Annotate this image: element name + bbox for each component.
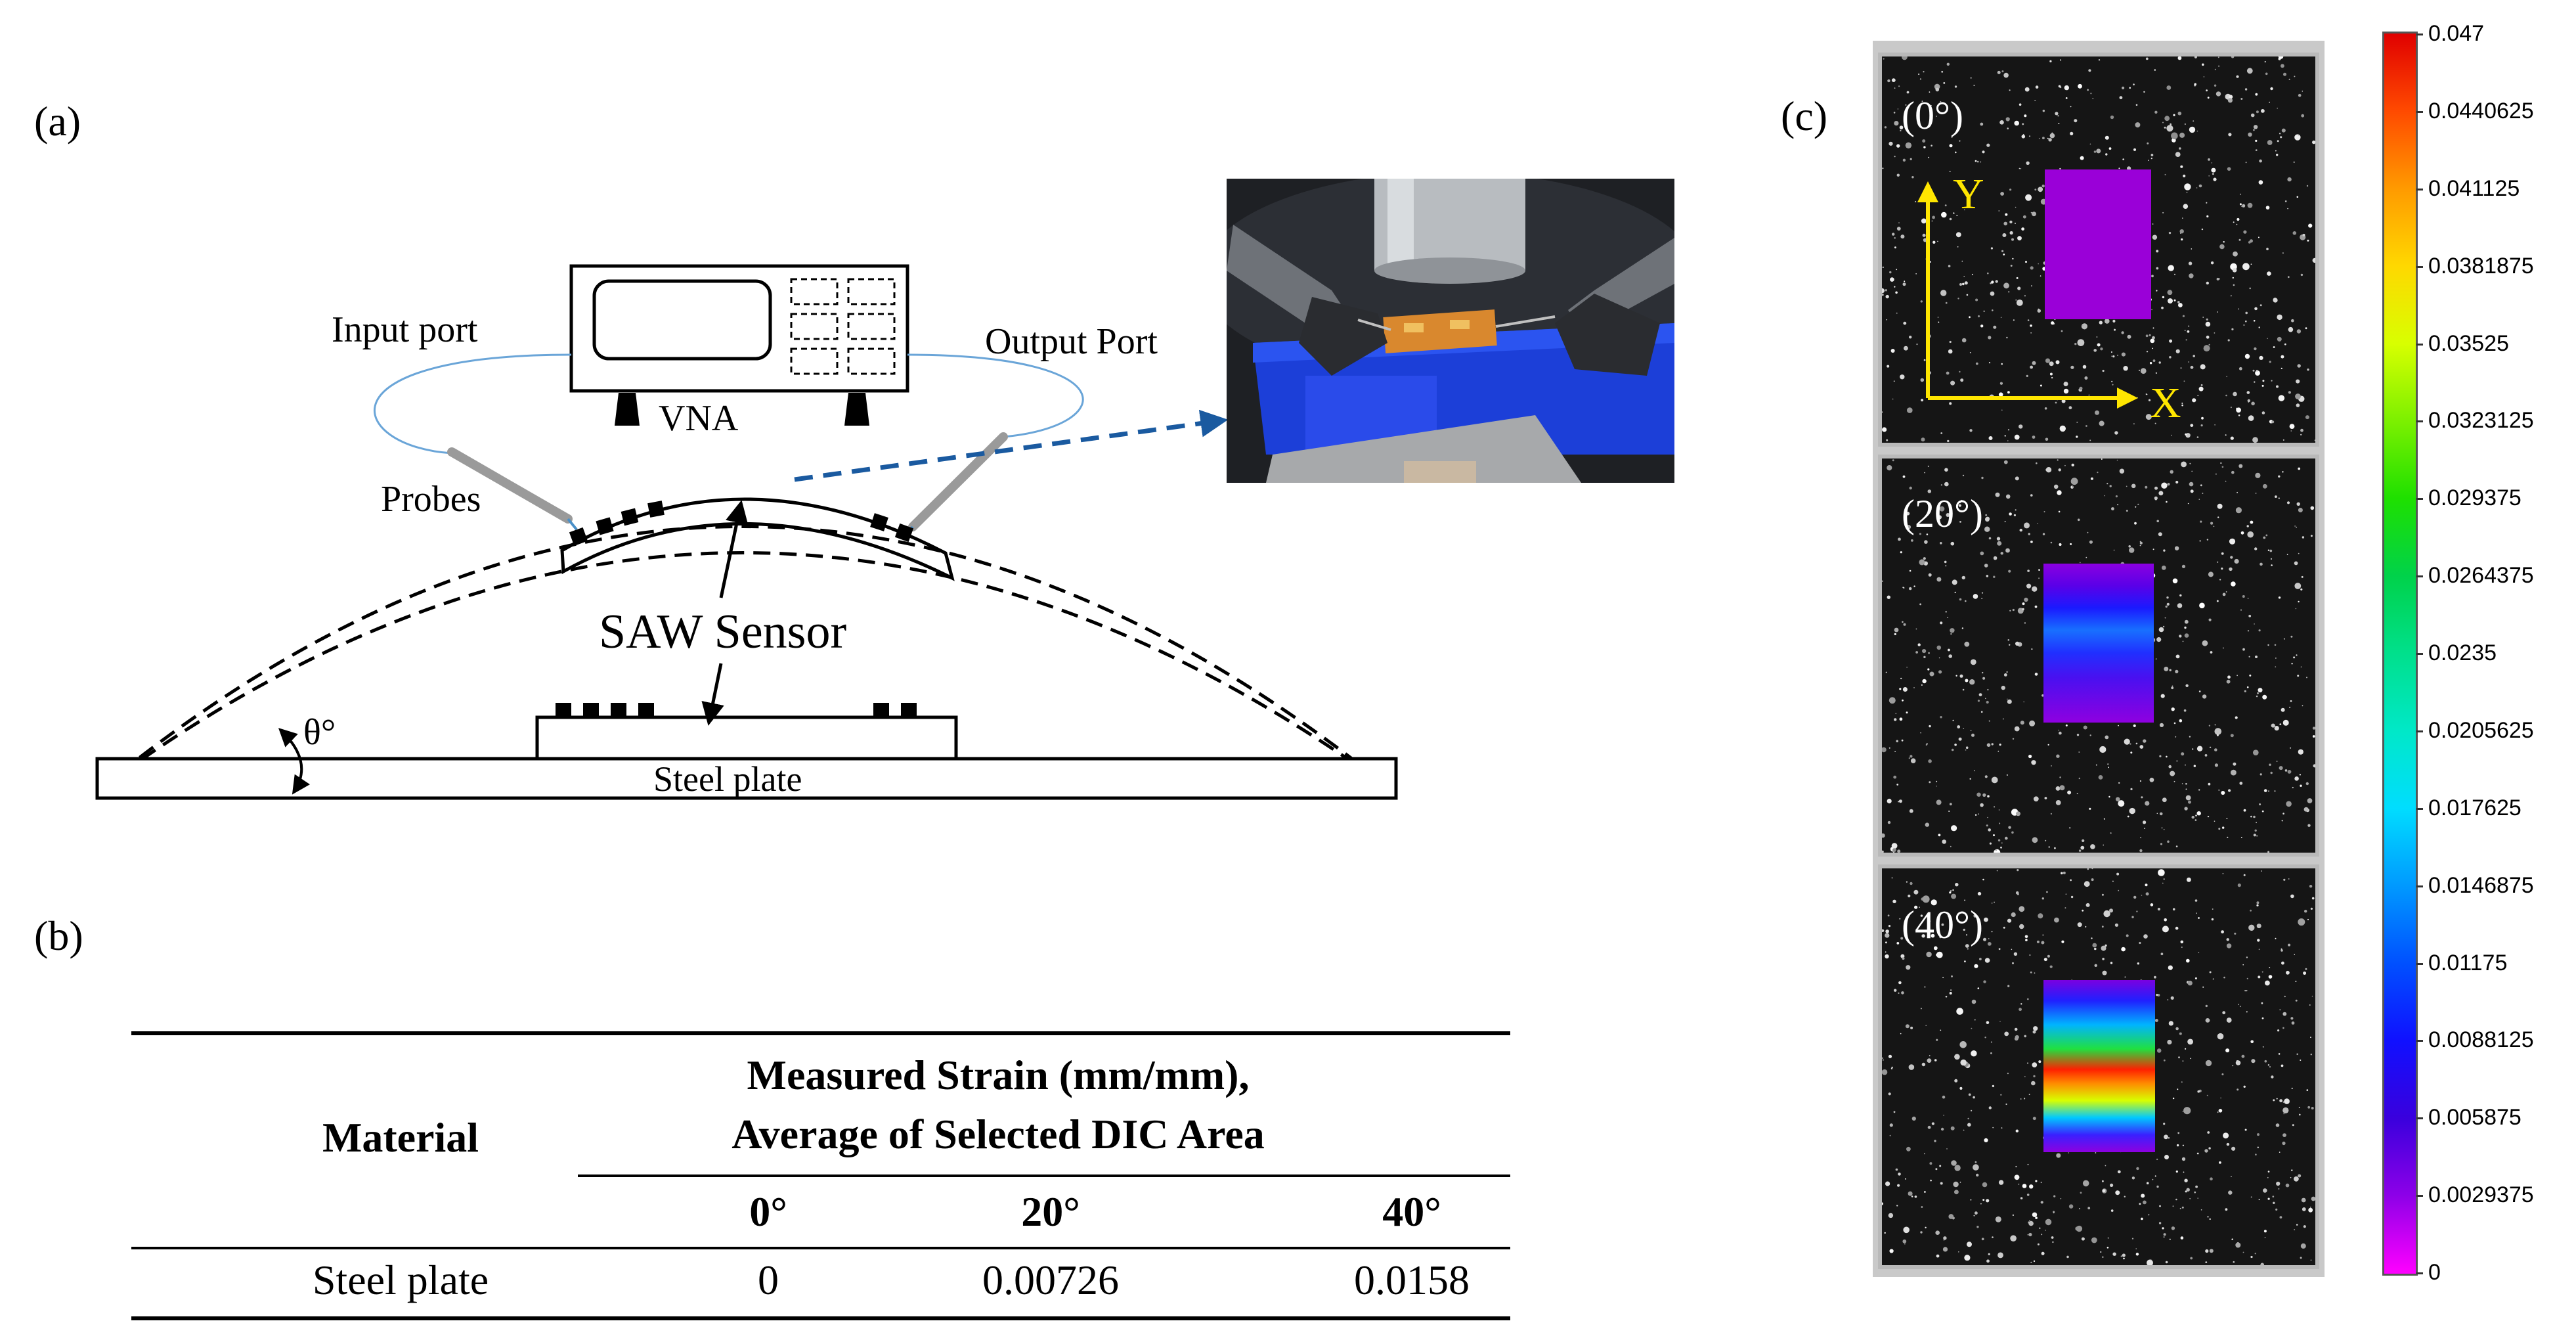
colorbar-tick-label: 0.0440625 [2428,98,2534,123]
colorbar-tick-mark [2416,265,2423,268]
colorbar-tick-mark [2416,962,2423,965]
colorbar-tick-label: 0.0235 [2428,640,2497,665]
group-header-rule [578,1174,1510,1177]
dic-panel-20deg: (20°) [1878,455,2319,857]
colorbar-tick-label: 0.041125 [2428,175,2520,201]
flat-saw-sensor [535,703,958,761]
cell-material: Steel plate [312,1257,489,1303]
panel-c-label: (c) [1781,93,1828,139]
colorbar-tick-mark [2416,1117,2423,1120]
strain-region-20deg [2043,564,2154,723]
setup-photo-drawing [1227,179,1674,483]
panel-b-label: (b) [34,912,83,959]
saw-sensor-label: SAW Sensor [599,605,847,659]
cell-0deg: 0 [758,1257,779,1303]
colorbar-tick-mark [2416,1195,2423,1197]
colorbar-tick-label: 0.0264375 [2428,563,2534,589]
colorbar-tick-mark [2416,807,2423,810]
xy-axes [1917,181,2138,409]
colorbar-tick-mark [2416,34,2423,35]
colorbar-ticks: 0.047 0.0440625 0.041125 0.0381875 0.03525 0.… [2416,0,2576,1342]
theta-label: θ° [303,712,336,753]
col-header-40: 40° [1382,1188,1441,1235]
strain-region-0deg [2045,169,2151,319]
input-port-label: Input port [332,309,478,350]
arrow-to-flat-sensor [701,663,724,726]
steel-plate-label: Steel plate [653,759,802,799]
colorbar-tick-mark [2416,653,2423,655]
output-probe [908,432,1008,531]
colorbar-tick-label: 0.017625 [2428,795,2521,820]
colorbar-tick-mark [2416,188,2423,190]
strain-table: Measured Strain (mm/mm), Average of Sele… [131,1031,1510,1320]
colorbar-gradient [2384,34,2416,1274]
angle-label-0deg: (0°) [1902,94,1963,137]
setup-photo [1227,179,1674,483]
photo-pointer-arrow [794,409,1229,482]
input-probe [447,447,573,524]
colorbar-tick-mark [2416,1272,2423,1274]
angle-arc [278,728,311,795]
colorbar-tick-label: 0.0146875 [2428,872,2534,898]
vna-instrument [569,264,909,426]
cell-40deg: 0.0158 [1354,1257,1470,1303]
col-header-0: 0° [749,1188,787,1235]
steel-plate [95,757,1398,800]
colorbar-tick-label: 0.029375 [2428,485,2521,511]
colorbar-tick-label: 0.0029375 [2428,1182,2534,1208]
table-top-rule [131,1031,1510,1035]
row-header-material: Material [322,1114,479,1161]
colorbar-tick-mark [2416,343,2423,346]
colorbar-tick-mark [2416,575,2423,578]
colorbar-tick-label: 0.03525 [2428,330,2509,356]
col-header-20: 20° [1021,1188,1080,1235]
probes-label: Probes [381,479,481,520]
cell-20deg: 0.00726 [982,1257,1119,1303]
colorbar-tick-label: 0.0205625 [2428,717,2534,743]
bent-plate-outline-upper [97,525,1393,792]
input-cable [373,353,572,455]
colorbar-tick-label: 0.0323125 [2428,408,2534,434]
colorbar-tick-mark [2416,1040,2423,1042]
output-port-label: Output Port [985,321,1158,362]
dic-panel-40deg: (40°) [1878,864,2319,1269]
input-probe-tip [567,518,578,531]
panel-a-label: (a) [34,98,81,145]
colorbar-tick-mark [2416,498,2423,501]
bent-plate-outline-lower [97,551,1393,792]
axis-x-label: X [2150,379,2181,427]
colorbar-tick-label: 0 [2428,1260,2441,1285]
colorbar [2382,32,2418,1276]
colorbar-tick-label: 0.047 [2428,21,2485,46]
colorbar-tick-mark [2416,110,2423,113]
strain-region-40deg [2043,980,2155,1152]
axis-y-label: Y [1953,170,1984,218]
colorbar-tick-mark [2416,420,2423,423]
setup-schematic [95,264,1398,800]
arrow-to-bent-sensor [719,500,749,598]
colorbar-tick-mark [2416,730,2423,732]
colorbar-tick-label: 0.0088125 [2428,1027,2534,1053]
angle-label-20deg: (20°) [1902,492,1983,535]
angle-label-40deg: (40°) [1902,903,1983,947]
output-cable [907,353,1084,438]
table-bottom-rule [131,1316,1510,1320]
colorbar-tick-label: 0.0381875 [2428,253,2534,279]
dic-panel-0deg: (0°) Y X [1878,53,2319,447]
group-header-line1: Measured Strain (mm/mm), [747,1052,1250,1098]
group-header-line2: Average of Selected DIC Area [731,1111,1265,1157]
header-bottom-rule [131,1247,1510,1249]
speckle-pattern [1882,56,2315,443]
colorbar-tick-mark [2416,885,2423,887]
vna-label: VNA [659,398,739,439]
colorbar-tick-label: 0.01175 [2428,950,2508,975]
colorbar-tick-label: 0.005875 [2428,1105,2521,1130]
dic-strip: (0°) Y X (20°) (40°) [1873,41,2325,1277]
